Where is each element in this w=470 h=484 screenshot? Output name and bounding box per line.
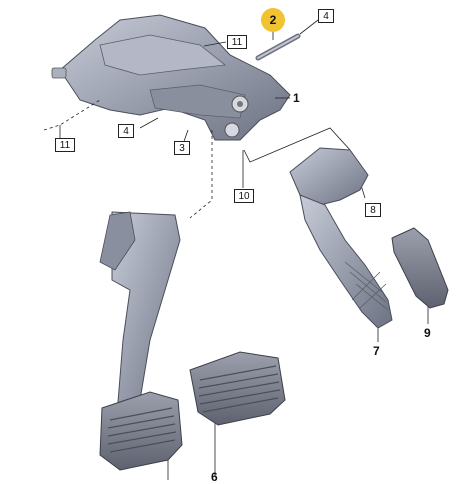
brake-pad xyxy=(99,391,183,471)
accelerator-cover-pad xyxy=(391,227,449,309)
accelerator-pedal xyxy=(289,147,393,329)
brake-pedal-arm xyxy=(99,211,181,411)
callout-8: 8 xyxy=(365,203,381,217)
callout-4-left: 4 xyxy=(118,124,134,138)
callout-4-top: 4 xyxy=(318,9,334,23)
pedal-bracket xyxy=(51,14,291,141)
callout-10: 10 xyxy=(234,189,254,203)
callout-6: 6 xyxy=(211,470,218,484)
callout-7: 7 xyxy=(373,344,380,358)
callout-3: 3 xyxy=(174,141,190,155)
callout-11-top: 11 xyxy=(227,35,247,49)
pedal-pad-center xyxy=(189,351,286,426)
callout-2: 2 xyxy=(261,8,285,32)
pivot-pin xyxy=(255,33,301,61)
callout-1: 1 xyxy=(293,91,300,105)
callout-9: 9 xyxy=(424,326,431,340)
callout-11-left: 11 xyxy=(55,138,75,152)
